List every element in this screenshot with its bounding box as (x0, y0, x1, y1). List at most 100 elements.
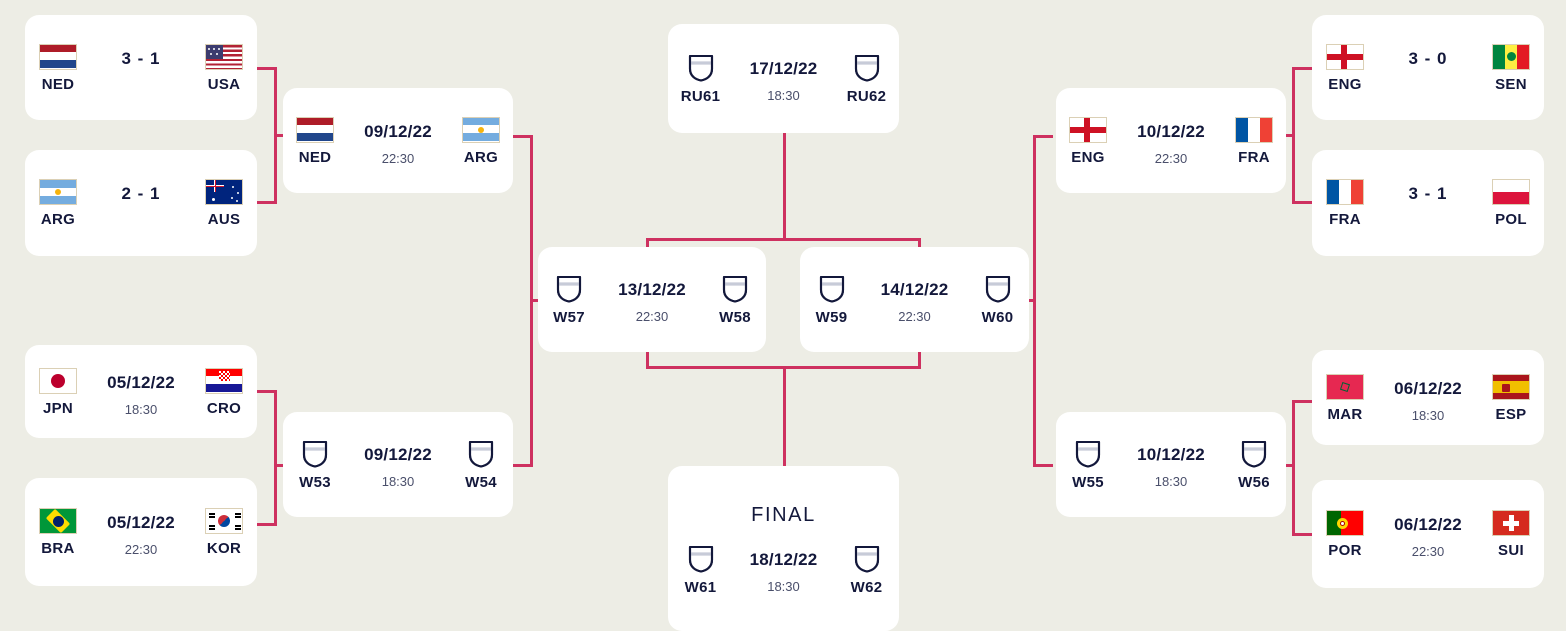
match-card-fra-pol[interactable]: FRA 3 - 1 POL (1312, 150, 1544, 256)
connector (1292, 201, 1312, 204)
connector (257, 390, 277, 393)
shield-placeholder-icon (985, 275, 1011, 303)
match-date: 09/12/22 (364, 444, 432, 464)
final-label: FINAL (751, 504, 816, 526)
match-info: 18/12/22 18:30 (732, 545, 836, 593)
match-time: 22:30 (1154, 150, 1188, 166)
match-row: W57 13/12/22 22:30 W58 (538, 275, 766, 325)
match-date: 05/12/22 (107, 513, 175, 532)
usa-flag (205, 43, 243, 70)
match-date: 18/12/22 (749, 550, 818, 569)
team-code: BRA (41, 540, 75, 557)
connector (257, 201, 277, 204)
team-code: W54 (465, 473, 497, 491)
away-team: ARG (450, 116, 512, 166)
team-code: NED (298, 148, 332, 166)
match-row: NED 09/12/22 22:30 ARG (283, 116, 513, 166)
home-team: W59 (801, 275, 863, 325)
team-code: W61 (684, 579, 717, 596)
home-team: NED (27, 43, 89, 92)
home-team: ENG (1057, 116, 1119, 165)
match-card-eng-sen[interactable]: ENG 3 - 0 SEN (1312, 15, 1544, 120)
connector (257, 67, 277, 70)
argentina-flag (462, 116, 500, 143)
match-row: ENG 3 - 0 SEN (1312, 43, 1544, 93)
match-row: BRA 05/12/22 22:30 K (25, 508, 257, 556)
match-info: 10/12/22 18:30 (1119, 440, 1223, 488)
team-code: W59 (815, 308, 848, 326)
team-code: ENG (1328, 75, 1362, 93)
team-code: W58 (719, 308, 751, 326)
match-row: W53 09/12/22 18:30 W54 (283, 440, 513, 490)
shield-placeholder-icon (722, 275, 748, 303)
match-row: RU61 17/12/22 18:30 RU62 (668, 54, 899, 104)
south-korea-flag (205, 508, 243, 534)
match-info: 06/12/22 22:30 (1376, 510, 1480, 558)
team-code: USA (207, 75, 241, 93)
match-card-ned-arg[interactable]: NED 09/12/22 22:30 ARG (283, 88, 513, 193)
connector (646, 348, 649, 368)
team-code: ARG (463, 148, 499, 166)
match-date: 06/12/22 (1394, 515, 1462, 534)
home-team: POR (1314, 510, 1376, 558)
match-card-final[interactable]: FINAL W61 18/12/22 18:30 (668, 466, 899, 631)
home-team: RU61 (670, 54, 732, 104)
team-code: AUS (207, 211, 241, 228)
match-card-w59-w60[interactable]: W59 14/12/22 22:30 W60 (800, 247, 1029, 352)
england-flag (1069, 116, 1107, 143)
home-team: W55 (1057, 440, 1119, 490)
team-code: RU61 (680, 87, 721, 105)
connector (783, 133, 786, 240)
match-card-por-sui[interactable]: POR 06/12/22 22:30 SUI (1312, 480, 1544, 588)
match-info: 3 - 0 (1376, 44, 1480, 67)
connector (1292, 533, 1312, 536)
croatia-flag (205, 367, 243, 394)
match-card-ru61-ru62[interactable]: RU61 17/12/22 18:30 RU62 (668, 24, 899, 133)
poland-flag (1492, 179, 1530, 205)
match-row: W59 14/12/22 22:30 W60 (800, 275, 1029, 325)
match-time: 22:30 (635, 308, 669, 324)
connector (274, 464, 286, 467)
match-row: MAR 06/12/22 18:30 ESP (1312, 373, 1544, 422)
shield-placeholder-icon (854, 545, 880, 573)
connector (1292, 67, 1312, 70)
away-team: W60 (967, 275, 1029, 325)
match-card-arg-aus[interactable]: ARG 2 - 1 AUS (25, 150, 257, 256)
home-team: W61 (670, 545, 732, 595)
match-card-ned-usa[interactable]: NED 3 - 1 USA (25, 15, 257, 120)
away-team: W54 (450, 440, 512, 490)
match-card-w55-w56[interactable]: W55 10/12/22 18:30 W56 (1056, 412, 1286, 517)
team-code: W57 (553, 308, 585, 326)
match-info: 09/12/22 22:30 (346, 117, 450, 165)
match-date: 10/12/22 (1137, 444, 1205, 464)
match-card-w57-w58[interactable]: W57 13/12/22 22:30 W58 (538, 247, 766, 352)
connector (513, 135, 533, 138)
shield-placeholder-icon (854, 54, 880, 82)
brazil-flag (39, 508, 77, 534)
away-team: SUI (1480, 510, 1542, 558)
match-row: W61 18/12/22 18:30 W62 (668, 545, 899, 595)
match-row: NED 3 - 1 USA (25, 43, 257, 93)
match-date: 09/12/22 (364, 121, 432, 141)
connector (1292, 400, 1295, 536)
team-code: W56 (1238, 473, 1270, 491)
away-team: RU62 (836, 54, 898, 104)
match-time: 18:30 (767, 87, 800, 103)
match-card-mar-esp[interactable]: MAR 06/12/22 18:30 ESP (1312, 350, 1544, 445)
match-card-w53-w54[interactable]: W53 09/12/22 18:30 W54 (283, 412, 513, 517)
match-card-bra-kor[interactable]: BRA 05/12/22 22:30 K (25, 478, 257, 586)
away-team: W58 (704, 275, 766, 325)
team-code: FRA (1329, 211, 1361, 228)
connector (918, 348, 921, 368)
match-card-eng-fra[interactable]: ENG 10/12/22 22:30 FRA (1056, 88, 1286, 193)
connector (530, 299, 542, 302)
team-code: W55 (1072, 473, 1104, 491)
portugal-flag (1326, 510, 1364, 536)
match-time: 18:30 (767, 579, 800, 594)
match-card-jpn-cro[interactable]: JPN 05/12/22 18:30 CRO (25, 345, 257, 438)
morocco-flag (1326, 373, 1364, 400)
match-date: 13/12/22 (618, 279, 686, 299)
team-code: SEN (1495, 75, 1527, 93)
home-team: W53 (284, 440, 346, 490)
